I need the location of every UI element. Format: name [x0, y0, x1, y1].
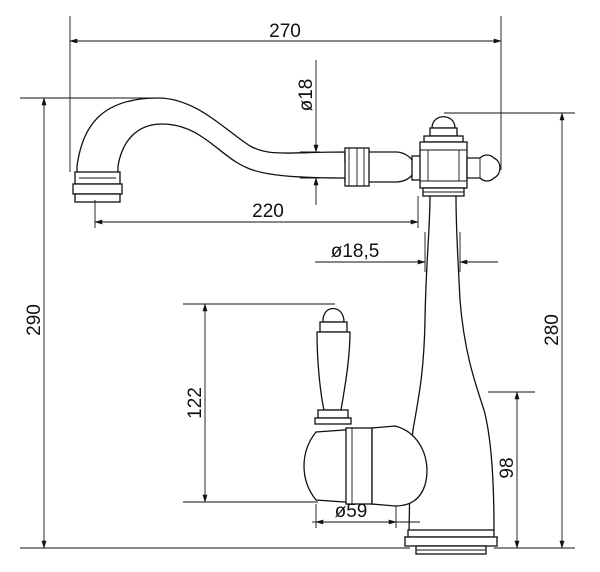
label-body-height: 280	[542, 314, 563, 346]
label-base-height: 98	[497, 457, 518, 478]
label-total-height: 290	[24, 304, 45, 336]
label-body-diameter: ø18,5	[331, 241, 380, 262]
dimension-lines	[41, 38, 565, 549]
label-spout-reach: 220	[252, 201, 284, 222]
label-base-diameter: ø59	[335, 501, 368, 522]
faucet-outline	[72, 97, 501, 555]
label-width-total: 270	[269, 21, 301, 42]
dimension-labels: 270 220 ø18 ø18,5 290 280 122 98 ø59	[24, 21, 563, 522]
label-handle-height: 122	[185, 387, 206, 419]
label-spout-diameter: ø18	[296, 79, 317, 112]
